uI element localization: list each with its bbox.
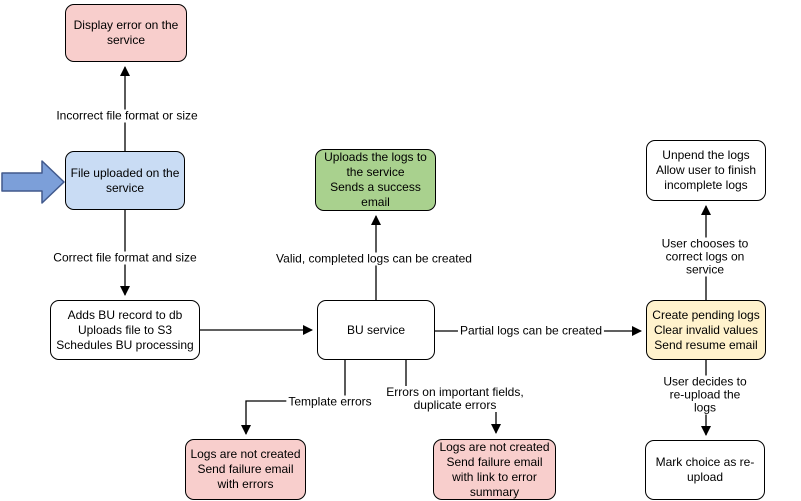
node-mark-choice-reupload[interactable]: Mark choice as re- upload — [645, 440, 765, 500]
node-logs-not-created-errors[interactable]: Logs are not created Send failure email … — [185, 439, 306, 500]
label-incorrect-format: Incorrect file format or size — [54, 108, 200, 123]
node-bu-service[interactable]: BU service — [317, 300, 435, 360]
node-adds-bu-record[interactable]: Adds BU record to db Uploads file to S3 … — [50, 300, 200, 360]
node-unpend-logs[interactable]: Unpend the logs Allow user to finish inc… — [646, 140, 766, 201]
node-logs-not-created-summary[interactable]: Logs are not created Send failure email … — [433, 439, 556, 500]
label-template-errors: Template errors — [286, 394, 374, 409]
entry-arrow-icon — [1, 160, 65, 204]
label-correct-format: Correct file format and size — [51, 250, 199, 265]
node-create-pending-logs[interactable]: Create pending logs Clear invalid values… — [646, 300, 766, 360]
label-important-errors: Errors on important fields, duplicate er… — [384, 385, 526, 412]
label-user-correct: User chooses to correct logs on service — [657, 237, 753, 277]
node-display-error[interactable]: Display error on the service — [65, 4, 187, 62]
node-file-uploaded[interactable]: File uploaded on the service — [65, 151, 185, 210]
label-user-reupload: User decides to re-upload the logs — [657, 375, 753, 415]
label-partial-logs: Partial logs can be created — [457, 323, 605, 338]
node-uploads-logs-success[interactable]: Uploads the logs to the service Sends a … — [315, 149, 436, 211]
label-valid-logs: Valid, completed logs can be created — [274, 251, 474, 266]
